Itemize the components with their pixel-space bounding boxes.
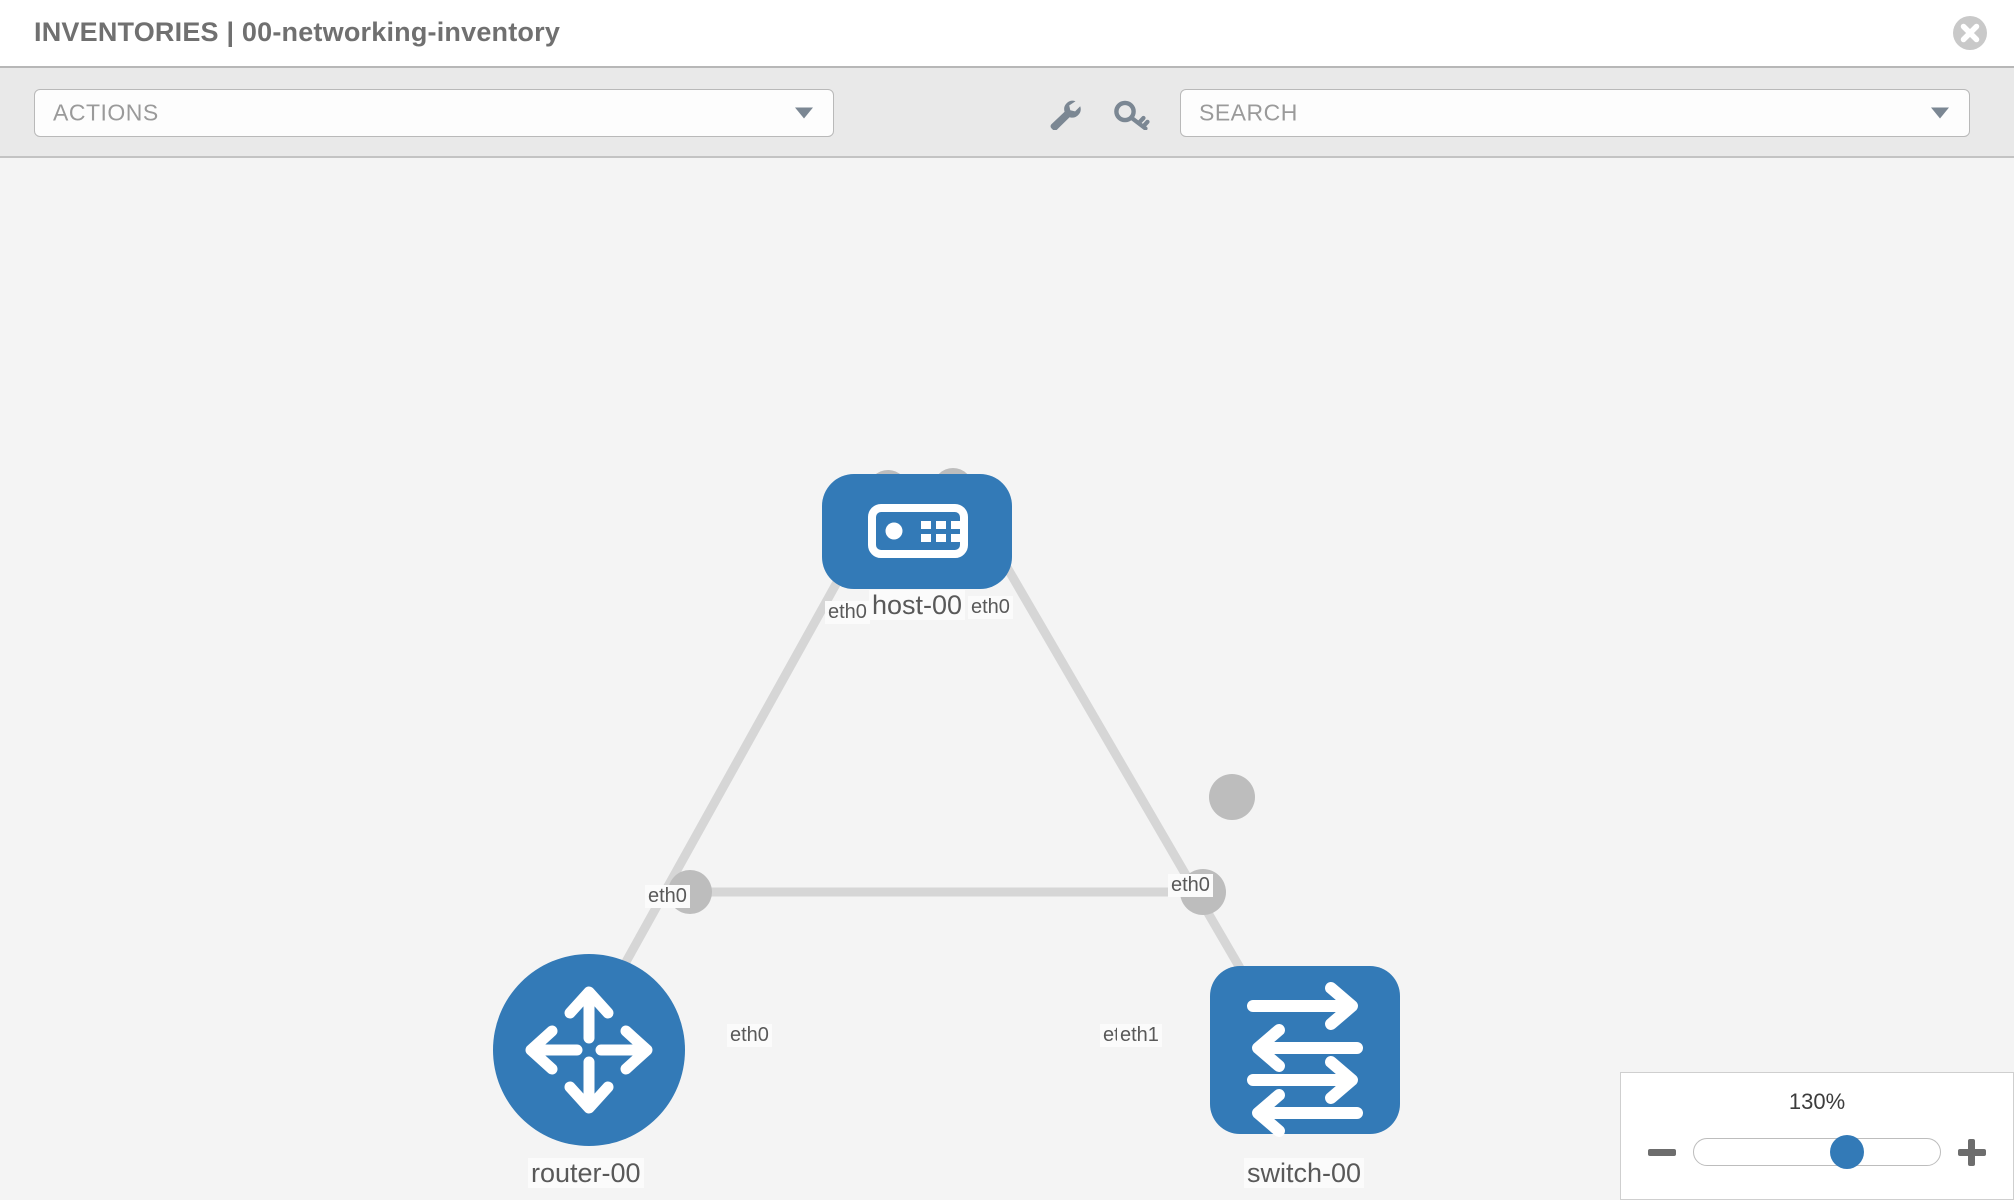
key-icon[interactable] xyxy=(1112,98,1154,130)
search-dropdown[interactable]: SEARCH xyxy=(1180,89,1970,137)
iface-label: eth0 xyxy=(1168,874,1213,897)
node-host-00[interactable] xyxy=(822,474,1012,589)
zoom-slider-thumb[interactable] xyxy=(1829,1135,1864,1169)
topology-graph xyxy=(493,468,1400,1146)
node-label-host-00: host-00 xyxy=(869,590,966,621)
page-header: INVENTORIES | 00-networking-inventory xyxy=(0,0,2014,68)
zoom-out-button[interactable] xyxy=(1645,1135,1679,1169)
iface-label: eth0 xyxy=(727,1024,772,1047)
iface-label: eth0 xyxy=(825,601,870,624)
zoom-slider[interactable] xyxy=(1693,1135,1941,1169)
node-router-00[interactable] xyxy=(493,954,685,1146)
chevron-down-icon xyxy=(795,107,813,119)
zoom-level-value: 130% xyxy=(1788,1089,1846,1114)
topology-canvas[interactable]: eth0 eth0 eth0 eth0 eth0 eth0 eth1 host-… xyxy=(0,158,2014,1200)
wrench-icon[interactable] xyxy=(1044,98,1086,130)
iface-label: eth0 xyxy=(645,885,690,908)
switch-icon xyxy=(1247,982,1363,1137)
router-icon xyxy=(525,986,653,1114)
toolbar: ACTIONS SEARCH xyxy=(0,68,2014,158)
zoom-control-panel: 130% xyxy=(1620,1072,2014,1200)
actions-dropdown-label: ACTIONS xyxy=(53,99,159,126)
search-input[interactable]: SEARCH xyxy=(1199,99,1298,126)
page-title: INVENTORIES | 00-networking-inventory xyxy=(34,17,561,47)
close-icon[interactable] xyxy=(1953,16,1987,50)
node-label-router-00: router-00 xyxy=(528,1158,644,1189)
actions-dropdown[interactable]: ACTIONS xyxy=(34,89,834,137)
node-switch-00[interactable] xyxy=(1210,966,1400,1137)
iface-label: eth1 xyxy=(1117,1024,1162,1047)
zoom-in-button[interactable] xyxy=(1955,1135,1989,1169)
server-icon xyxy=(868,504,968,558)
node-label-switch-00: switch-00 xyxy=(1244,1158,1365,1189)
iface-label: eth0 xyxy=(968,596,1013,619)
zoom-slider-row xyxy=(1621,1131,2013,1173)
chevron-down-icon xyxy=(1931,107,1949,119)
connector-switch00-top xyxy=(1209,774,1255,820)
